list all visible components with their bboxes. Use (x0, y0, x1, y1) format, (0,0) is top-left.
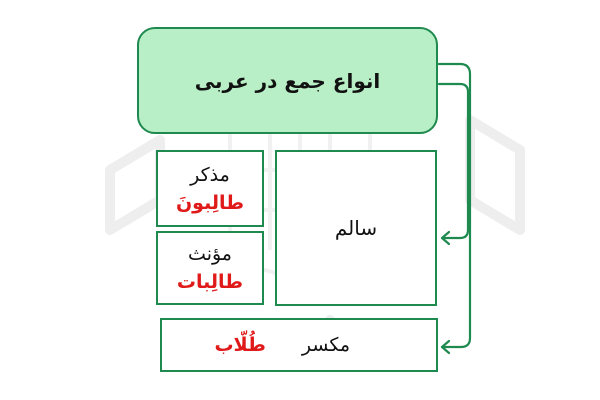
feminine-plural-box: مؤنث طالِبات (156, 231, 264, 305)
sound-plural-box: سالم (275, 150, 437, 306)
feminine-label: مؤنث (188, 243, 232, 265)
feminine-example: طالِبات (176, 271, 244, 293)
broken-plural-box: مکسر طُلّاب (160, 318, 438, 372)
diagram-title: انواع جمع در عربی (194, 68, 381, 93)
masculine-label: مذکر (190, 163, 230, 186)
plural-types-title-box: انواع جمع در عربی (137, 27, 438, 134)
masculine-example: طالِبونَ (175, 191, 245, 214)
masculine-plural-box: مذکر طالِبونَ (156, 150, 264, 227)
sound-plural-label: سالم (334, 216, 378, 240)
broken-plural-label: مکسر (301, 334, 350, 356)
broken-plural-example: طُلّاب (214, 334, 266, 356)
